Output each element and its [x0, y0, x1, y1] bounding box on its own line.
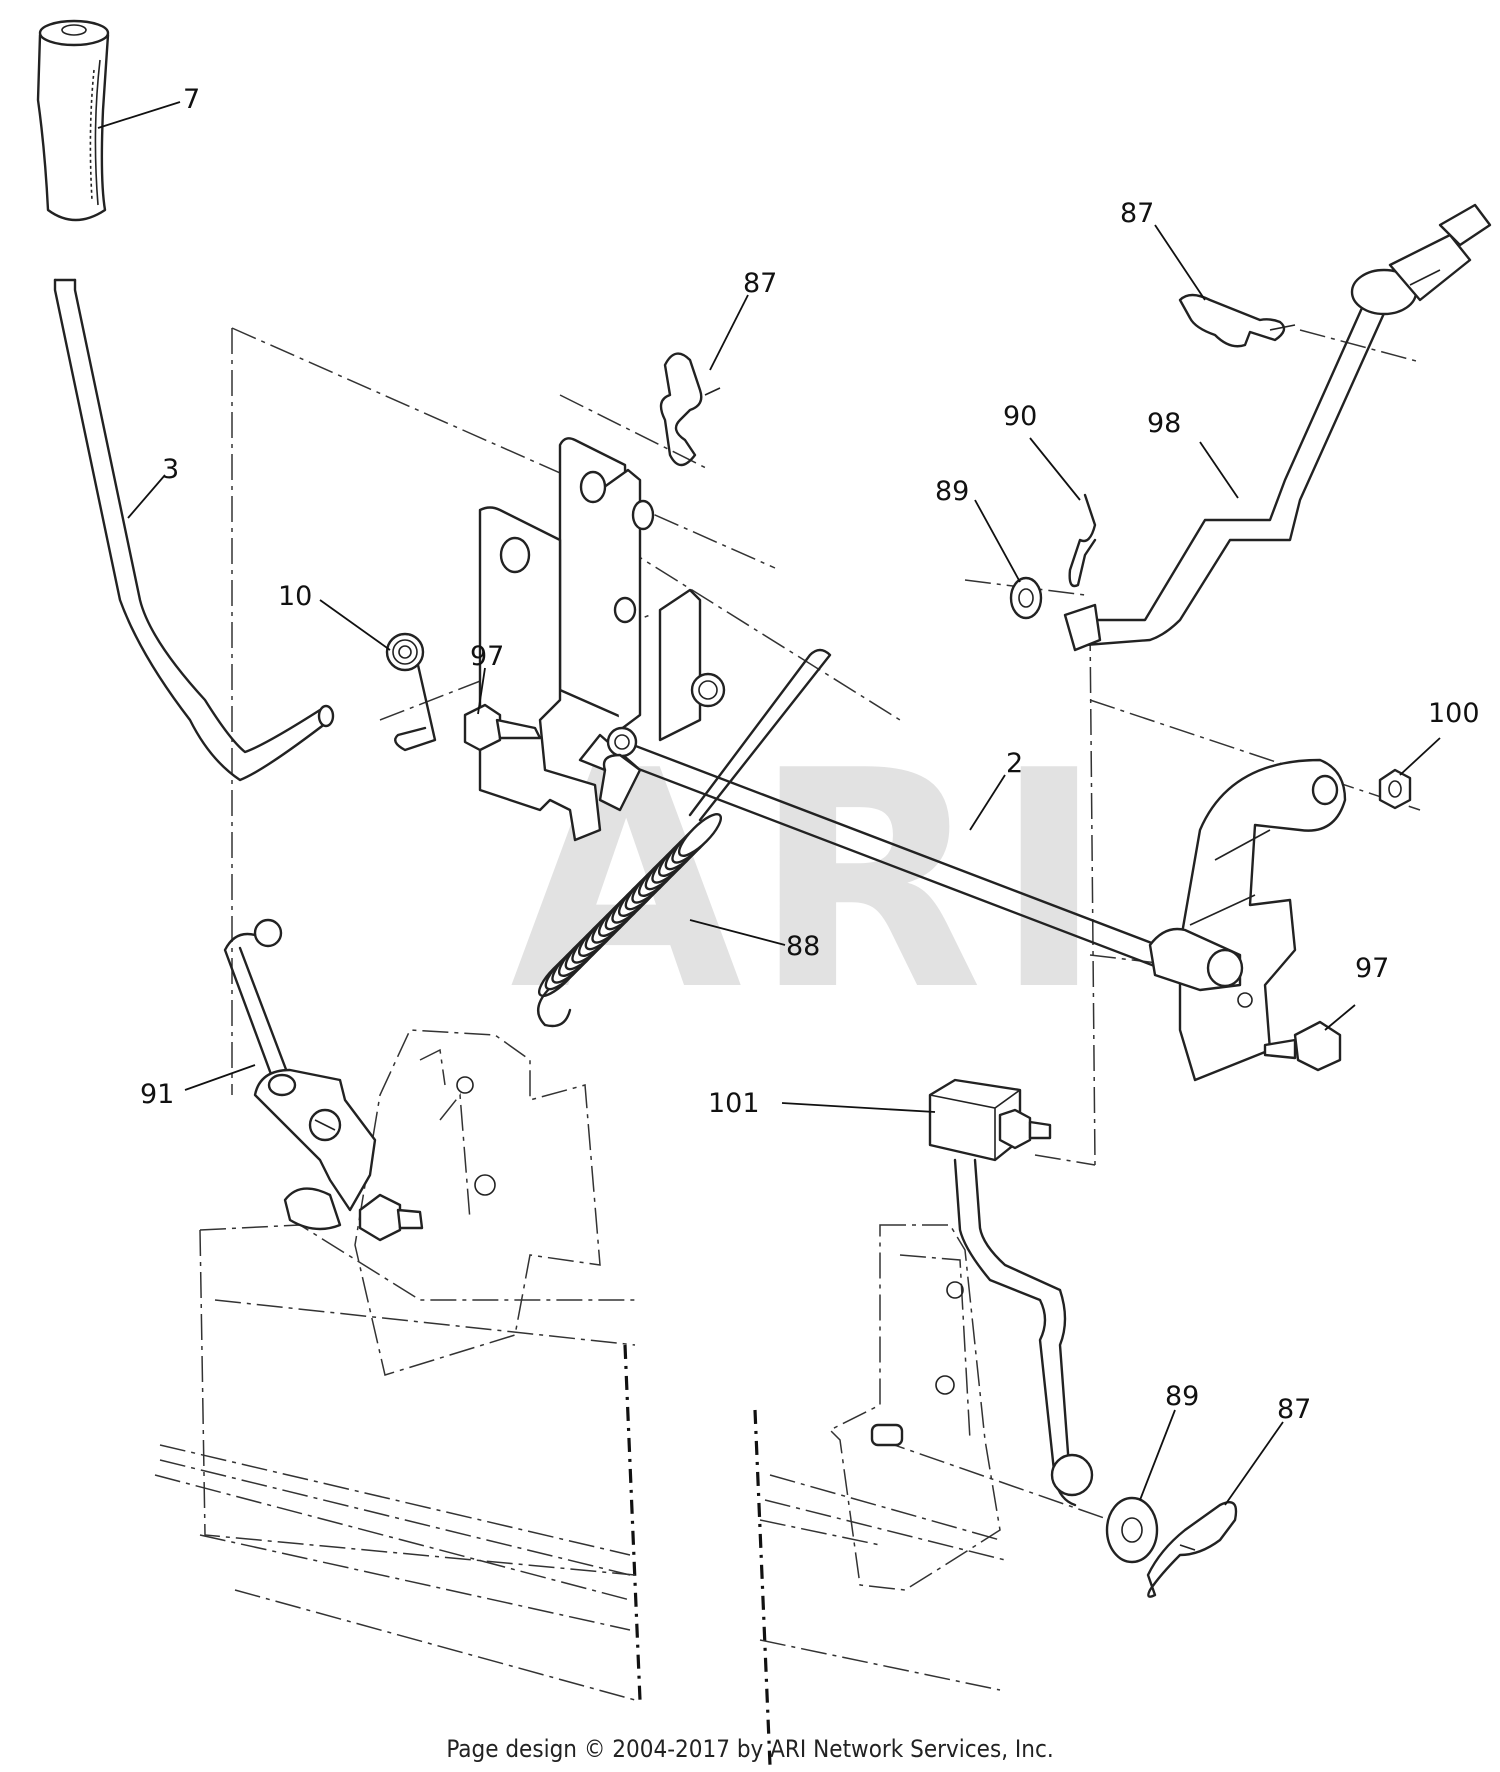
callout-101: 101: [708, 1088, 760, 1119]
bolt-part-97-a: [463, 703, 542, 752]
hair-pin-clip-part-87-c: [1146, 1500, 1238, 1598]
callout-97: 97: [470, 641, 504, 672]
extension-spring-part-88: [537, 813, 722, 1028]
callout-98: 98: [1147, 408, 1181, 439]
alignment-lines: [231, 327, 1421, 1766]
lift-handle-part-3: [53, 278, 335, 782]
callout-97: 97: [1355, 953, 1389, 984]
bolt-part-97-b: [1263, 1020, 1342, 1072]
hair-pin-clip-part-87-b: [1178, 293, 1296, 348]
left-deck-bracket: [354, 1029, 601, 1376]
trunnion-part-101: [928, 1078, 1052, 1162]
hair-pin-clip-part-87-a: [659, 352, 721, 467]
callout-100: 100: [1428, 698, 1480, 729]
callout-87: 87: [1277, 1394, 1311, 1425]
callout-3: 3: [162, 454, 179, 485]
callout-leaders: [97, 101, 1441, 1506]
right-lift-arm: [1148, 758, 1347, 1082]
callout-2: 2: [1006, 748, 1023, 779]
right-deck-bracket: [828, 1224, 1001, 1591]
callout-87: 87: [743, 268, 777, 299]
torsion-spring-part-10: [385, 632, 437, 752]
nut-part-100: [1378, 768, 1412, 810]
callout-90: 90: [1003, 401, 1037, 432]
callout-89: 89: [935, 476, 969, 507]
clip-part-90: [1068, 493, 1097, 588]
callout-7: 7: [183, 84, 200, 115]
callout-10: 10: [278, 581, 312, 612]
page-footer: Page design © 2004-2017 by ARI Network S…: [446, 1735, 1054, 1763]
callout-89: 89: [1165, 1381, 1199, 1412]
washer-part-89-a: [1009, 576, 1043, 620]
cross-shaft-part-2: [598, 726, 1172, 972]
lift-link-part-98: [1063, 203, 1492, 652]
mower-deck-outline: [154, 1224, 1006, 1701]
callout-88: 88: [786, 931, 820, 962]
callout-87: 87: [1120, 198, 1154, 229]
callout-labels: 7 3 10 97 87 87 90 98 89 2 100 88 97 91 …: [140, 84, 1480, 1425]
lift-rod-part-91: [223, 918, 424, 1242]
callout-91: 91: [140, 1079, 174, 1110]
spring-link-rod: [688, 648, 832, 822]
grip-part-7: [36, 19, 110, 222]
washer-part-89-b: [1105, 1496, 1159, 1564]
lift-rod-right: [953, 1158, 1094, 1507]
